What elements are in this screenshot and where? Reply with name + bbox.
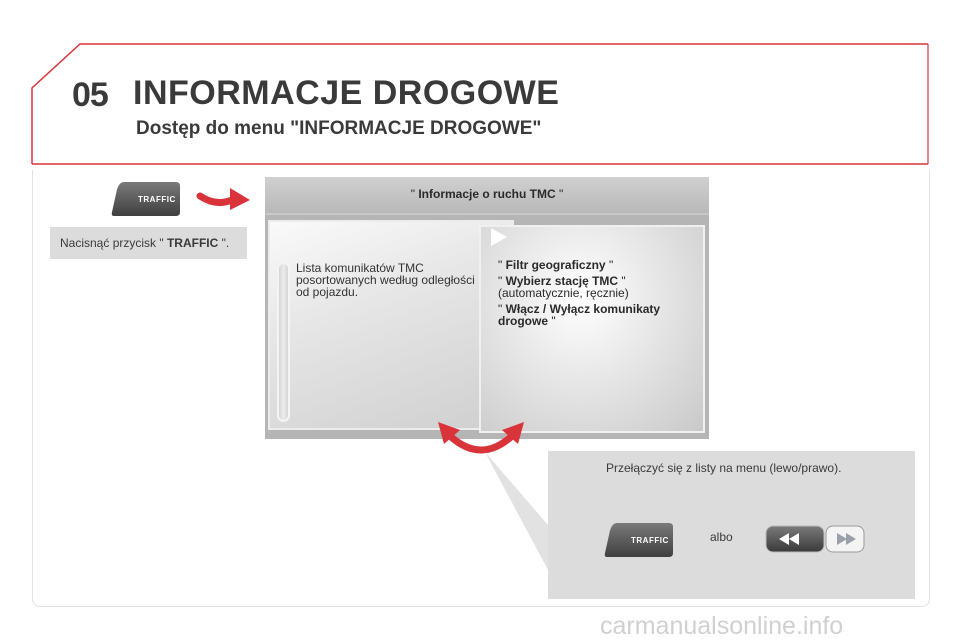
watermark: carmanualsonline.info — [600, 612, 844, 640]
traffic-button-label: TRAFFIC — [138, 195, 176, 204]
instruction-suffix: ". — [218, 236, 230, 250]
menu-item-note: (automatycznie, ręcznie) — [498, 286, 629, 300]
screen-title-close: " — [555, 187, 564, 201]
menu-item-label: Wybierz stację TMC — [505, 274, 619, 288]
instruction-prefix: Nacisnąć przycisk " — [60, 236, 167, 250]
menu-item-geo-filter[interactable]: " Filtr geograficzny " — [498, 259, 698, 271]
menu-item-toggle-messages[interactable]: " Włącz / Wyłącz komunikaty drogowe " — [498, 303, 698, 327]
page-subtitle: Dostęp do menu "INFORMACJE DROGOWE" — [136, 118, 542, 139]
screen-title-text: Informacje o ruchu TMC — [418, 187, 556, 201]
traffic-button-icon: TRAFFIC — [111, 182, 180, 216]
double-curved-arrow-icon — [438, 422, 524, 454]
header-frame — [31, 43, 929, 165]
menu-item-label: Filtr geograficzny — [505, 258, 606, 272]
menu-item-label: Włącz / Wyłącz komunikaty drogowe — [498, 302, 661, 328]
menu-item-open: " — [498, 302, 506, 316]
menu-item-close: " — [548, 314, 556, 328]
seek-forward-icon — [825, 525, 865, 553]
menu-item-open: " — [498, 258, 506, 272]
menu-item-open: " — [498, 274, 506, 288]
callout-pointer — [485, 452, 548, 570]
instruction-callout: Nacisnąć przycisk " TRAFFIC ". — [50, 227, 247, 259]
tmc-list-description: Lista komunikatów TMC posortowanych wedł… — [296, 261, 475, 299]
content-frame — [32, 170, 930, 607]
tmc-menu-list: " Filtr geograficzny " " Wybierz stację … — [498, 259, 698, 331]
menu-item-select-station[interactable]: " Wybierz stację TMC "(automatycznie, rę… — [498, 275, 698, 299]
seek-back-icon — [765, 525, 825, 553]
switch-instruction: Przełączyć się z listy na menu (lewo/pra… — [606, 461, 842, 475]
tmc-list-panel[interactable] — [268, 220, 514, 430]
traffic-button-icon: TRAFFIC — [604, 523, 673, 557]
screen-title-open: " — [410, 187, 419, 201]
chapter-number: 05 — [72, 76, 109, 114]
play-icon — [491, 228, 507, 246]
instruction-button-name: TRAFFIC — [166, 236, 219, 250]
page-title: INFORMACJE DROGOWE — [133, 74, 560, 112]
scrollbar[interactable] — [277, 262, 290, 422]
traffic-button-label: TRAFFIC — [631, 536, 669, 545]
screen-title: " Informacje o ruchu TMC " — [265, 187, 709, 201]
menu-item-close: " — [605, 258, 614, 272]
or-label: albo — [710, 530, 733, 544]
switch-callout — [548, 451, 915, 599]
menu-item-close: " — [618, 274, 626, 288]
screen-header — [265, 177, 709, 213]
tmc-menu-panel[interactable] — [479, 225, 705, 433]
curved-arrow-icon — [196, 188, 250, 210]
